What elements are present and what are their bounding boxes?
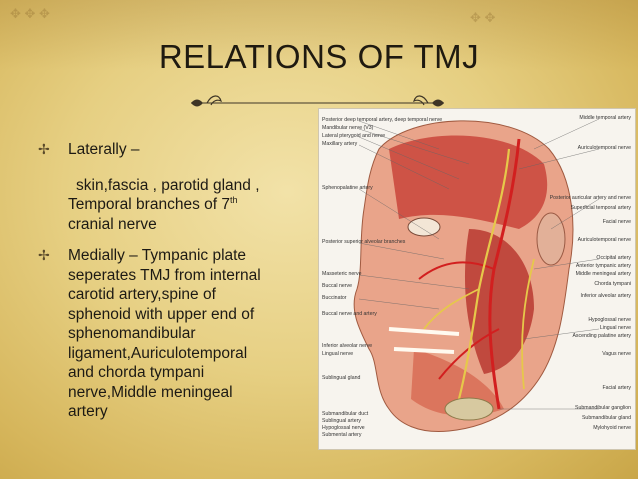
background-ornament: ✥ ✥ xyxy=(470,10,496,25)
left-label-column: Posterior deep temporal artery, deep tem… xyxy=(322,117,442,438)
figure-label: Chorda tympani xyxy=(594,281,631,287)
bullet-text-line: sphenomandibular xyxy=(68,325,196,342)
four-point-star-bullet-icon: ✢ xyxy=(38,141,50,157)
bullet-text-line: Medially – Tympanic plate xyxy=(68,247,247,264)
figure-label: Facial artery xyxy=(602,385,631,391)
bullet-text-line: and chorda tympani xyxy=(68,364,205,381)
figure-label: Ascending palatine artery xyxy=(572,333,631,339)
bullet-medially: ✢ Medially – Tympanic plate seperates TM… xyxy=(38,246,314,422)
bullet-heading: Laterally – xyxy=(68,141,140,158)
figure-label: Mandibular nerve (V3) xyxy=(322,125,374,131)
figure-label: Inferior alveolar nerve xyxy=(322,343,372,349)
four-point-star-bullet-icon: ✢ xyxy=(38,247,50,263)
figure-label: Buccinator xyxy=(322,295,347,301)
figure-label: Inferior alveolar artery xyxy=(581,293,632,299)
figure-label: Posterior deep temporal artery, deep tem… xyxy=(322,117,442,123)
figure-label: Sphenopalatine artery xyxy=(322,185,373,191)
figure-label: Submandibular duct xyxy=(322,411,369,417)
bullet-text-line: skin,fascia , parotid gland , xyxy=(76,176,260,194)
bullet-text-line: seperates TMJ from internal xyxy=(68,266,261,284)
head-dissection-drawing: Posterior deep temporal artery, deep tem… xyxy=(322,115,632,438)
slide-title: RELATIONS OF TMJ xyxy=(158,38,480,75)
bullet-text-line: cranial nerve xyxy=(68,215,157,233)
figure-label: Hypoglossal nerve xyxy=(588,317,631,323)
figure-label: Mylohyoid nerve xyxy=(593,425,631,431)
anatomy-illustration: Posterior deep temporal artery, deep tem… xyxy=(318,108,636,450)
bullet-laterally: ✢ Laterally – xyxy=(38,140,314,160)
figure-label: Vagus nerve xyxy=(602,351,631,357)
bullet-text-line: carotid artery,spine of xyxy=(68,286,216,303)
figure-label: Buccal nerve xyxy=(322,283,352,289)
figure-label: Middle meningeal artery xyxy=(576,271,632,277)
figure-label: Hypoglossal nerve xyxy=(322,425,365,431)
figure-label: Anterior tympanic artery xyxy=(576,263,631,269)
bullet-list: ✢ Laterally – skin,fascia , parotid glan… xyxy=(38,140,314,422)
figure-label: Auriculotemporal nerve xyxy=(578,237,631,243)
figure-label: Superficial temporal artery xyxy=(570,205,631,211)
figure-label: Submandibular ganglion xyxy=(575,405,631,411)
figure-label: Facial nerve xyxy=(603,219,631,225)
ornamental-divider xyxy=(191,95,444,107)
figure-label: Auriculotemporal nerve xyxy=(578,145,631,151)
bullet-text-line: Temporal branches of 7 xyxy=(68,196,230,213)
bullet-text-line: ligament,Auriculotemporal xyxy=(68,344,248,362)
superscript: th xyxy=(229,194,238,205)
background-ornament: ✥ ✥ ✥ xyxy=(10,6,50,21)
figure-label: Lateral pterygoid and nerve xyxy=(322,133,385,139)
figure-label: Middle temporal artery xyxy=(579,115,631,121)
figure-label: Buccal nerve and artery xyxy=(322,311,377,317)
figure-label: Submandibular gland xyxy=(582,415,631,421)
bullet-text-line: artery xyxy=(68,403,108,420)
figure-label: Lingual nerve xyxy=(600,325,631,331)
bullet-laterally-detail: skin,fascia , parotid gland , Temporal b… xyxy=(38,176,314,235)
figure-label: Posterior superior alveolar branches xyxy=(322,239,406,245)
figure-label: Submental artery xyxy=(322,432,362,438)
figure-label: Masseteric nerve xyxy=(322,271,362,277)
bullet-text-line: nerve,Middle meningeal xyxy=(68,383,233,401)
figure-label: Maxillary artery xyxy=(322,141,358,147)
figure-label: Sublingual artery xyxy=(322,418,361,424)
figure-label: Posterior auricular artery and nerve xyxy=(550,195,631,201)
figure-label: Sublingual gland xyxy=(322,375,360,381)
figure-label: Lingual nerve xyxy=(322,351,353,357)
figure-label: Occipital artery xyxy=(596,255,631,261)
bullet-text-line: sphenoid with upper end of xyxy=(68,305,255,323)
